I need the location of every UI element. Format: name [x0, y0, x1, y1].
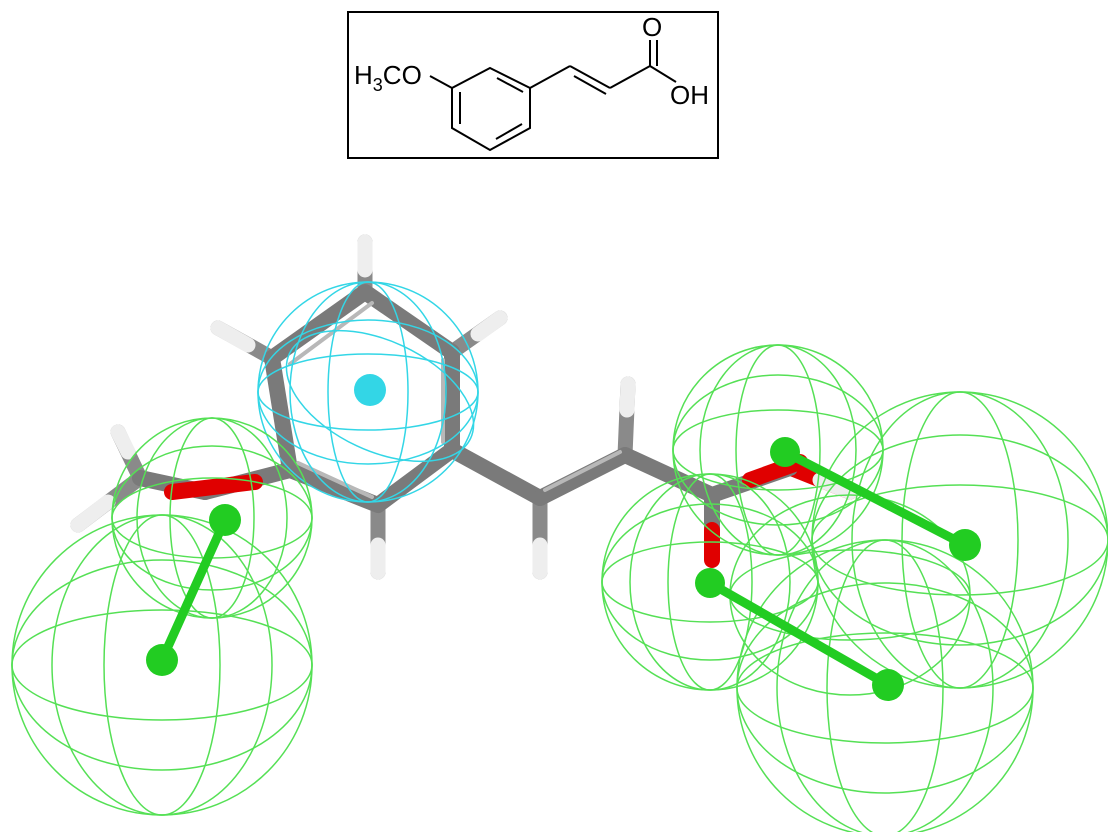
double-bond-highlights: [288, 301, 622, 499]
methoxy-bond-2d: [429, 75, 453, 89]
structure-box: H3CO O OH: [347, 11, 719, 159]
propenoic-chain-2d: [529, 40, 677, 95]
methoxy-label: H3CO: [354, 60, 422, 95]
molecule-3d-model: [11, 234, 1108, 832]
hbond-donor-feature-icon: [770, 437, 800, 467]
carbonyl-oxygen-label: O: [642, 12, 662, 42]
benzene-ring-3d: [264, 284, 460, 513]
hbond-vectors: [157, 447, 970, 690]
hbond-acceptor-feature-icon: [209, 504, 241, 536]
structure-box-frame: [347, 11, 719, 159]
hbond-acceptor-feature-icon: [146, 644, 178, 676]
hydrogen-bonds: [70, 234, 858, 580]
hbond-acceptor-feature-icon: [872, 669, 904, 701]
hydroxyl-label: OH: [670, 80, 709, 110]
hbond-acceptor-feature-icon: [695, 568, 725, 598]
ring-aromatic-feature-icon: [354, 374, 386, 406]
hbond-feature-cages: [11, 344, 1108, 832]
aromatic-ring-feature: [257, 281, 479, 503]
hbond-feature-points: [146, 437, 981, 701]
hbond-donor-feature-icon: [949, 529, 981, 561]
